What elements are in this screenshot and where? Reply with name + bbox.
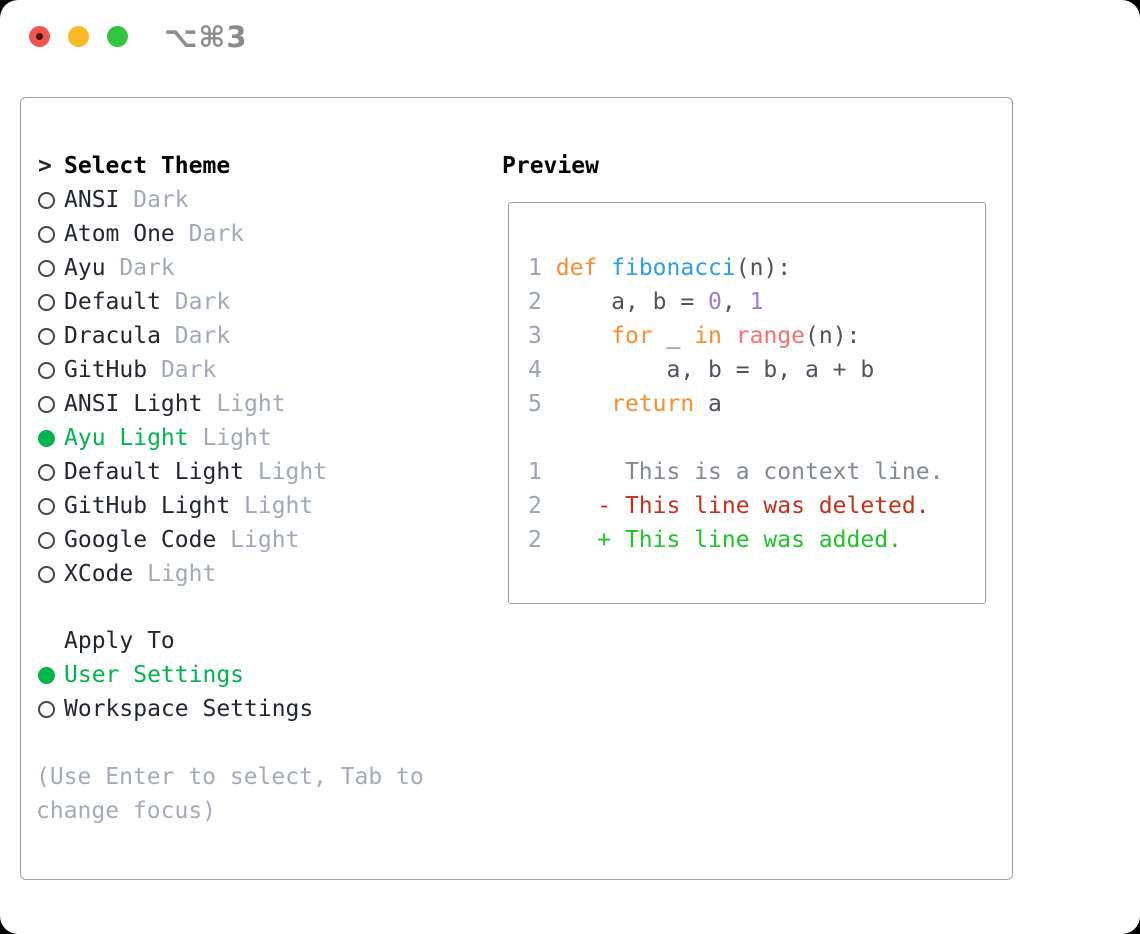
radio-icon bbox=[38, 395, 55, 413]
option-label: Atom One bbox=[64, 221, 175, 247]
radio-icon bbox=[38, 565, 55, 583]
radio-selected-icon bbox=[38, 666, 55, 684]
theme-option-xcode[interactable]: XCode Light bbox=[38, 557, 216, 591]
option-label: Workspace Settings bbox=[64, 696, 314, 722]
apply-option-user-settings[interactable]: User Settings bbox=[38, 658, 244, 692]
option-label: XCode bbox=[64, 561, 134, 587]
minimize-button[interactable] bbox=[68, 26, 89, 47]
theme-option-default[interactable]: Default Dark bbox=[38, 285, 230, 319]
option-label: Default bbox=[64, 289, 161, 315]
option-label: Ayu Light bbox=[64, 425, 189, 451]
radio-icon bbox=[38, 259, 55, 277]
radio-icon bbox=[38, 463, 55, 481]
code-line bbox=[528, 421, 985, 455]
option-label: ANSI bbox=[64, 187, 120, 213]
option-variant-badge: Dark bbox=[174, 221, 245, 247]
radio-icon bbox=[38, 191, 55, 209]
code-preview: 1 def fibonacci(n): 2 a, b = 0, 1 3 for _ … bbox=[509, 203, 985, 557]
code-line: 2 a, b = 0, 1 bbox=[528, 289, 764, 315]
option-label: Ayu bbox=[64, 255, 106, 281]
apply-to-title: Apply To bbox=[64, 628, 175, 654]
theme-option-ayu-light[interactable]: Ayu Light Light bbox=[38, 421, 272, 455]
option-variant-badge: Light bbox=[133, 561, 217, 587]
theme-option-google-code[interactable]: Google Code Light bbox=[38, 523, 299, 557]
theme-option-github-light[interactable]: GitHub Light Light bbox=[38, 489, 313, 523]
radio-icon bbox=[38, 361, 55, 379]
theme-option-ansi-light[interactable]: ANSI Light Light bbox=[38, 387, 286, 421]
preview-pane: 1 def fibonacci(n): 2 a, b = 0, 1 3 for _ … bbox=[508, 202, 986, 604]
option-variant-badge: Dark bbox=[119, 187, 189, 213]
theme-option-ansi[interactable]: ANSI Dark bbox=[38, 183, 189, 217]
theme-option-atom-one[interactable]: Atom One Dark bbox=[38, 217, 244, 251]
select-theme-title: Select Theme bbox=[64, 153, 231, 179]
option-variant-badge: Dark bbox=[160, 289, 231, 315]
option-label: Google Code bbox=[64, 527, 217, 553]
close-modified-dot-icon bbox=[36, 33, 43, 40]
close-button[interactable] bbox=[29, 26, 50, 47]
option-label: User Settings bbox=[64, 662, 245, 688]
theme-option-dracula[interactable]: Dracula Dark bbox=[38, 319, 230, 353]
theme-option-ayu[interactable]: Ayu Dark bbox=[38, 251, 175, 285]
radio-icon bbox=[38, 497, 55, 515]
option-variant-badge: Light bbox=[188, 425, 272, 451]
code-line: 1 This is a context line. bbox=[528, 459, 944, 485]
option-variant-badge: Light bbox=[230, 493, 314, 519]
focus-prompt-icon: > bbox=[38, 153, 52, 179]
code-line: 2 + This line was added. bbox=[528, 527, 902, 553]
radio-icon bbox=[38, 531, 55, 549]
option-label: Default Light bbox=[64, 459, 245, 485]
option-variant-badge: Light bbox=[202, 391, 286, 417]
code-line: 3 for _ in range(n): bbox=[528, 323, 861, 349]
code-line: 4 a, b = b, a + b bbox=[528, 357, 875, 383]
radio-selected-icon bbox=[38, 429, 55, 447]
apply-to-header: Apply To bbox=[38, 624, 175, 658]
radio-icon bbox=[38, 293, 55, 311]
code-line: 2 - This line was deleted. bbox=[528, 493, 930, 519]
option-variant-badge: Dark bbox=[147, 357, 217, 383]
code-line: 5 return a bbox=[528, 391, 722, 417]
theme-option-default-light[interactable]: Default Light Light bbox=[38, 455, 327, 489]
select-theme-header: > Select Theme bbox=[38, 149, 230, 183]
option-label: ANSI Light bbox=[64, 391, 203, 417]
keyboard-hint-text: (Use Enter to select, Tab to change focu… bbox=[36, 764, 424, 824]
option-variant-badge: Light bbox=[216, 527, 300, 553]
radio-icon bbox=[38, 225, 55, 243]
option-label: GitHub Light bbox=[64, 493, 231, 519]
radio-icon bbox=[38, 700, 55, 718]
theme-option-github[interactable]: GitHub Dark bbox=[38, 353, 216, 387]
option-variant-badge: Dark bbox=[105, 255, 175, 281]
option-variant-badge: Dark bbox=[160, 323, 231, 349]
window-shortcut-label: ⌥⌘3 bbox=[164, 20, 248, 54]
preview-title: Preview bbox=[502, 153, 599, 179]
code-line: 1 def fibonacci(n): bbox=[528, 255, 792, 281]
option-label: Dracula bbox=[64, 323, 161, 349]
apply-option-workspace-settings[interactable]: Workspace Settings bbox=[38, 692, 313, 726]
radio-icon bbox=[38, 327, 55, 345]
zoom-button[interactable] bbox=[107, 26, 128, 47]
option-label: GitHub bbox=[64, 357, 148, 383]
theme-picker-panel bbox=[20, 97, 1013, 880]
option-variant-badge: Light bbox=[244, 459, 328, 485]
